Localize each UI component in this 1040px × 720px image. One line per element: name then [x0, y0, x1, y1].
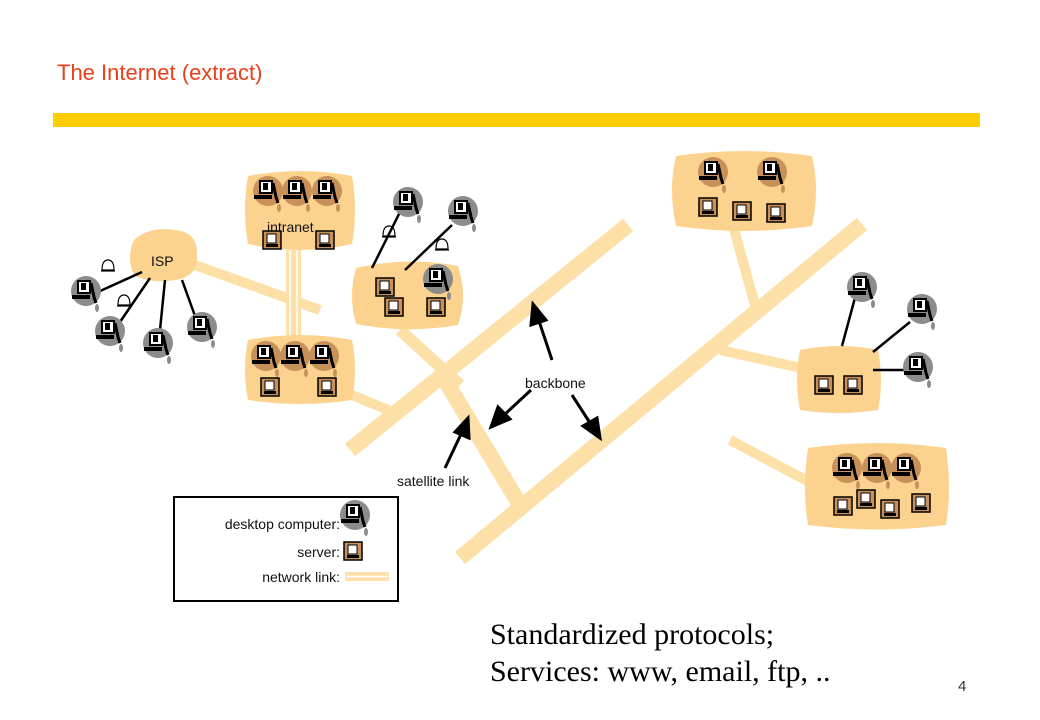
- arrows: [443, 300, 603, 469]
- server-icon: [315, 230, 335, 250]
- server-icon: [317, 377, 337, 397]
- backbone-label: backbone: [525, 375, 586, 391]
- desktop-computer-icon: [901, 350, 935, 390]
- desktop-computer-icon: [905, 292, 939, 332]
- desktop-computer-icon: [69, 274, 103, 314]
- intranet-label: intranet: [267, 219, 314, 235]
- desktop-computer-icon: [185, 310, 219, 350]
- legend-desktop-computer-label: desktop computer:: [224, 516, 340, 532]
- desktop-computer-icon: [845, 270, 879, 310]
- server-icon: [426, 297, 446, 317]
- caption-line-2: Services: www, email, ftp, ..: [490, 655, 831, 688]
- satellite-link-label: satellite link: [397, 473, 470, 489]
- network-clouds: [130, 151, 949, 530]
- server-icon: [911, 493, 931, 513]
- legend-server-label: server:: [297, 544, 340, 560]
- phone-icon: [116, 294, 132, 307]
- phone-icon: [100, 259, 116, 272]
- access-lines: [97, 211, 911, 372]
- arrow-head: [580, 415, 603, 442]
- legend-network-link-label: network link:: [262, 569, 340, 585]
- arrow-head: [488, 404, 513, 430]
- server-icon: [766, 203, 786, 223]
- legend-network-link-icon: [345, 572, 389, 581]
- desktop-computer-icon: [446, 194, 480, 234]
- server-icon: [384, 297, 404, 317]
- page-number: 4: [958, 678, 967, 695]
- arrow-head: [452, 414, 471, 441]
- legend: [173, 496, 399, 602]
- server-icon: [856, 489, 876, 509]
- isp-cloud: [130, 229, 198, 282]
- desktop-computer-icon: [93, 314, 127, 354]
- server-icon: [880, 499, 900, 519]
- server-icon: [833, 496, 853, 516]
- server-icon: [375, 277, 395, 297]
- server-icon: [698, 197, 718, 217]
- isp-label: ISP: [151, 253, 174, 269]
- server-icon: [732, 201, 752, 221]
- desktop-computer-icon: [141, 326, 175, 366]
- lan-cloud-right: [797, 346, 881, 413]
- server-icon: [814, 375, 834, 395]
- arrow-head: [529, 300, 549, 328]
- title-accent-bar: [53, 113, 980, 127]
- caption-line-1: Standardized protocols;: [490, 618, 775, 651]
- slide-title: The Internet (extract): [57, 60, 263, 85]
- server-icon: [260, 377, 280, 397]
- server-icon: [843, 375, 863, 395]
